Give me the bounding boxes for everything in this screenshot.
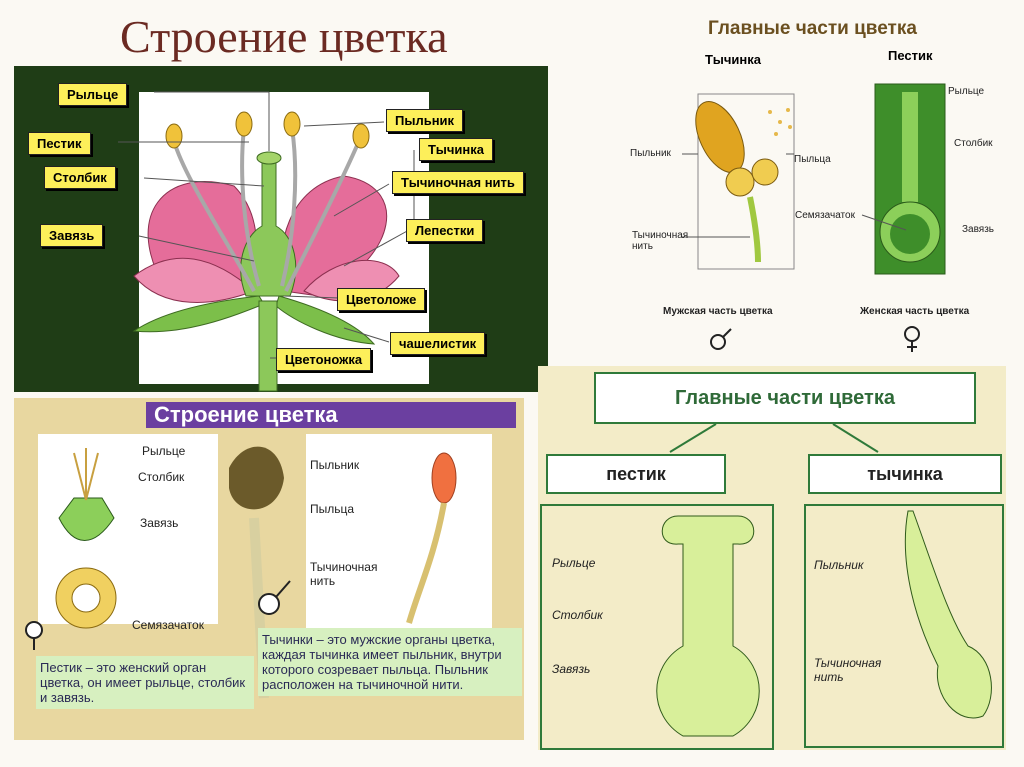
p3-stolbik: Столбик <box>138 470 184 484</box>
flower-diagram-panel: Рыльце Пестик Столбик Завязь Пыльник Тыч… <box>14 66 548 392</box>
p2-male: Мужская часть цветка <box>663 306 773 317</box>
label-chashelistik: чашелистик <box>390 332 485 355</box>
p4-stolbik: Столбик <box>552 608 603 622</box>
p3-semyazachatok: Семязачаток <box>132 618 204 632</box>
p2-semyazachatok: Семязачаток <box>795 210 855 221</box>
p2-zavyaz: Завязь <box>962 224 994 235</box>
flower-structure-card: Строение цветка Рыльце Столбик Завязь Се… <box>14 398 524 740</box>
label-stolbik: Столбик <box>44 166 116 189</box>
p4-zavyaz: Завязь <box>552 662 590 676</box>
p4-pylnik: Пыльник <box>814 558 864 572</box>
p3-zavyaz: Завязь <box>140 516 178 530</box>
pistil-definition: Пестик – это женский орган цветка, он им… <box>36 656 254 709</box>
label-tychinka: Тычинка <box>419 138 493 161</box>
p4-rylce: Рыльце <box>552 556 595 570</box>
label-pylnik: Пыльник <box>386 109 463 132</box>
p3-pylnik: Пыльник <box>310 458 359 472</box>
label-rylce: Рыльце <box>58 83 127 106</box>
scheme-stamen-frame <box>804 504 1004 748</box>
stamen-definition: Тычинки – это мужские органы цветка, каж… <box>258 628 522 696</box>
p3-tych-nit: Тычиночная нить <box>310 560 377 588</box>
scheme-pestik: пестик <box>546 454 726 494</box>
p2-pylnik: Пыльник <box>630 148 671 159</box>
main-parts-scheme: Главные части цветка пестик тычинка Рыль… <box>538 366 1006 750</box>
p2-stolbik: Столбик <box>954 138 993 149</box>
scheme-pistil-frame <box>540 504 774 750</box>
label-pestik: Пестик <box>28 132 91 155</box>
label-zavyaz: Завязь <box>40 224 103 247</box>
scheme-tychinka: тычинка <box>808 454 1002 494</box>
p3-pylca: Пыльца <box>310 502 354 516</box>
label-tych-nit: Тычиночная нить <box>392 171 524 194</box>
label-cvetonozhka: Цветоножка <box>276 348 371 371</box>
p3-rylce: Рыльце <box>142 444 185 458</box>
page-title: Строение цветка <box>120 10 448 63</box>
label-lepestki: Лепестки <box>406 219 483 242</box>
p2-pylca: Пыльца <box>794 154 831 165</box>
p2-tych-nit: Тычиночная нить <box>632 230 688 252</box>
p4-tych-nit: Тычиночная нить <box>814 656 881 684</box>
p2-rylce: Рыльце <box>948 86 984 97</box>
label-cvetolozhe: Цветоложе <box>337 288 425 311</box>
main-parts-panel: Главные части цветка Тычинка Пестик Пыль… <box>590 12 1010 362</box>
p2-female: Женская часть цветка <box>860 306 969 317</box>
